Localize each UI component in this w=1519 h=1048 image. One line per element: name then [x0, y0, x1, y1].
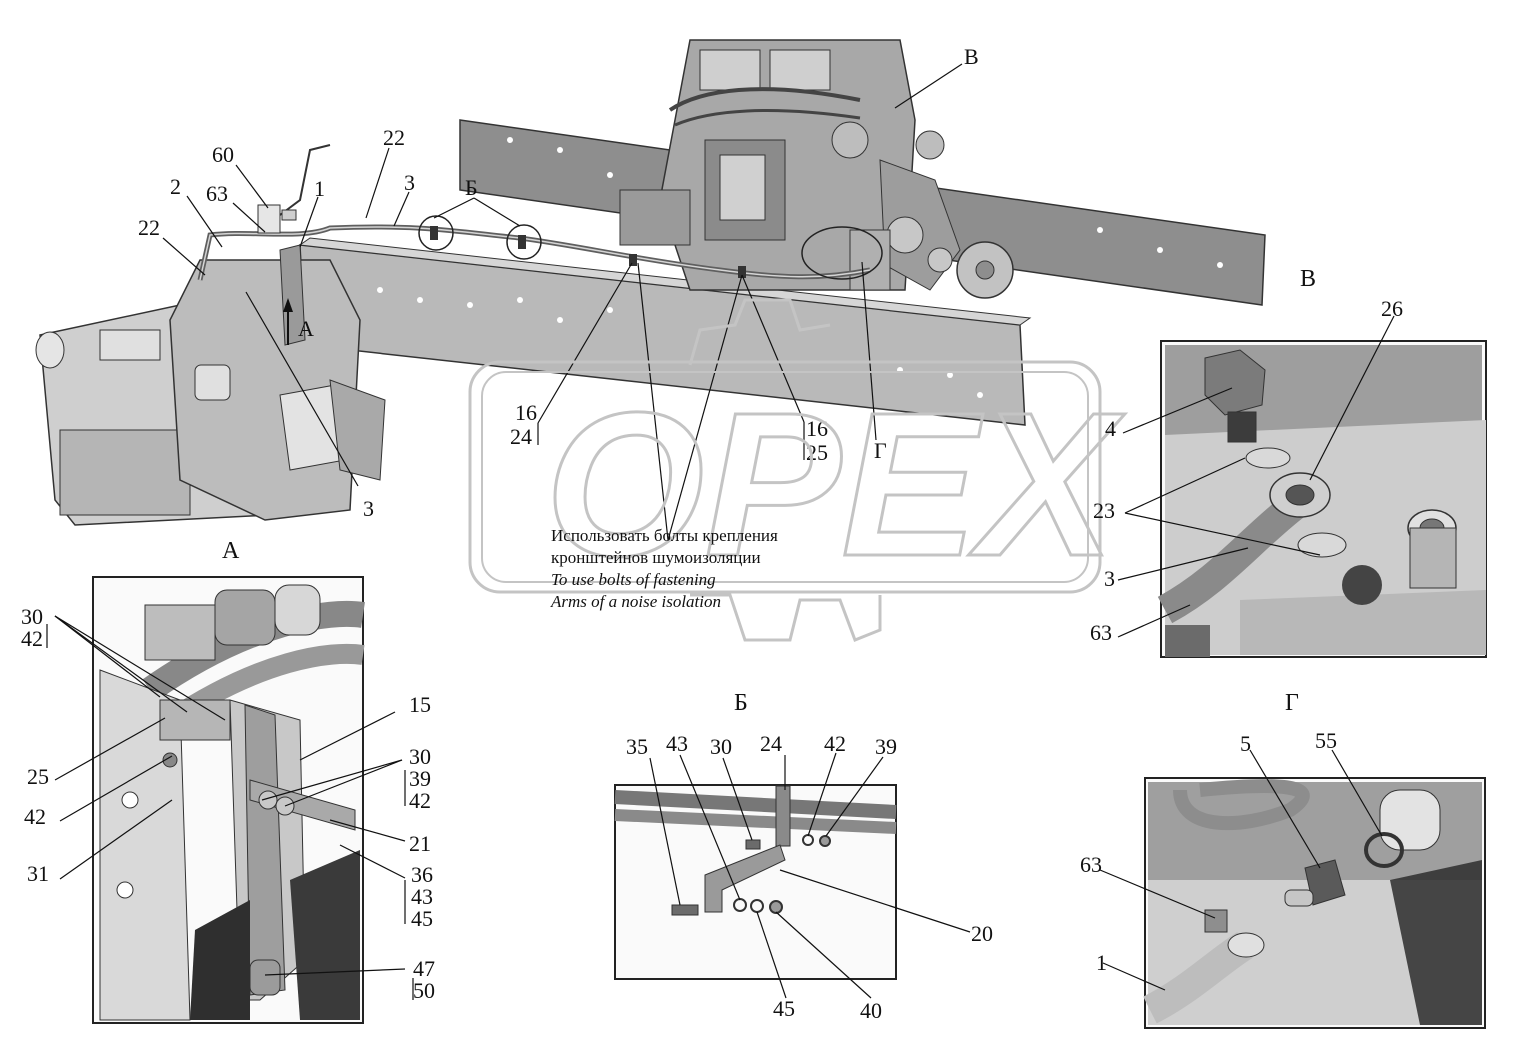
g-callout-63: 63: [1080, 852, 1102, 877]
a-callout-45: 45: [411, 906, 433, 931]
g-callout-1: 1: [1096, 950, 1107, 975]
a-callout-31: 31: [27, 861, 49, 886]
b-callout-24: 24: [760, 731, 782, 756]
view-a-arrow: [283, 298, 293, 345]
a-callout-42-right: 42: [409, 788, 431, 813]
a-callout-42-top: 42: [21, 626, 43, 651]
b-callout-43: 43: [666, 731, 688, 756]
callout-3-top: 3: [404, 170, 415, 195]
main-leaders: [162, 63, 963, 541]
view-v: В: [1157, 266, 1487, 658]
fuel-tank: [35, 259, 386, 526]
callout-v-view: В: [964, 44, 979, 69]
note-ru-line2: кронштейнов шумоизоляции: [551, 548, 761, 567]
callout-60: 60: [212, 142, 234, 167]
detail-circle-b1: [418, 215, 454, 251]
callout-25: 25: [806, 440, 828, 465]
callout-16-right: 16: [806, 416, 828, 441]
frame-rail-top-flange: [298, 237, 1032, 326]
detail-circle-b2: [506, 224, 542, 260]
valve-60: [257, 144, 331, 234]
view-a-labels: 30 42 15 25 42 31 30 39 42 21 36 43 45 4…: [21, 604, 435, 1003]
view-b: Б: [614, 690, 897, 980]
note-en-line1: To use bolts of fastening: [551, 570, 716, 589]
callout-2: 2: [170, 174, 181, 199]
b-callout-45: 45: [773, 996, 795, 1021]
callout-b-view: Б: [465, 175, 478, 200]
main-view: [35, 39, 1266, 526]
a-callout-30: 30: [21, 604, 43, 629]
a-callout-47: 47: [413, 956, 435, 981]
callout-g-view: Г: [874, 438, 887, 463]
v-callout-3: 3: [1104, 566, 1115, 591]
a-callout-42-mid: 42: [24, 804, 46, 829]
b-callout-20: 20: [971, 921, 993, 946]
view-b-title: Б: [734, 690, 748, 716]
view-g-leaders: [1099, 749, 1383, 991]
v-callout-63: 63: [1090, 620, 1112, 645]
a-callout-43: 43: [411, 884, 433, 909]
b-callout-30: 30: [710, 734, 732, 759]
callout-22-left: 22: [138, 215, 160, 240]
a-callout-30-right: 30: [409, 744, 431, 769]
v-callout-26: 26: [1381, 296, 1403, 321]
a-callout-39: 39: [409, 766, 431, 791]
b-callout-39: 39: [875, 734, 897, 759]
b-callout-35: 35: [626, 734, 648, 759]
detail-ellipse-g: [801, 226, 883, 280]
view-a: А: [92, 538, 365, 1024]
view-b-leaders: [649, 752, 971, 999]
callout-3-bottom: 3: [363, 496, 374, 521]
a-callout-21: 21: [409, 831, 431, 856]
callout-16-left: 16: [515, 400, 537, 425]
view-a-title: А: [222, 538, 240, 564]
g-callout-55: 55: [1315, 728, 1337, 753]
view-v-leaders: [1117, 315, 1395, 638]
a-callout-50: 50: [413, 978, 435, 1003]
v-callout-23: 23: [1093, 498, 1115, 523]
view-g: Г: [1143, 690, 1486, 1029]
g-callout-5: 5: [1240, 731, 1251, 756]
bracket-1: [279, 244, 306, 346]
note: Использовать болты крепления кронштейнов…: [550, 526, 778, 611]
view-g-title: Г: [1285, 690, 1299, 716]
b-callout-42: 42: [824, 731, 846, 756]
callout-63: 63: [206, 181, 228, 206]
callout-1: 1: [314, 176, 325, 201]
callout-22-top: 22: [383, 125, 405, 150]
note-ru-line1: Использовать болты крепления: [551, 526, 778, 545]
view-v-labels: 26 4 23 3 63: [1090, 296, 1403, 645]
view-b-labels: 35 43 30 24 42 39 20 45 40: [626, 731, 993, 1023]
view-v-title: В: [1300, 266, 1316, 292]
callout-24: 24: [510, 424, 532, 449]
callout-a-arrow: А: [298, 316, 314, 341]
a-callout-25: 25: [27, 764, 49, 789]
view-g-labels: 5 55 63 1: [1080, 728, 1337, 975]
a-callout-15: 15: [409, 692, 431, 717]
v-callout-4: 4: [1105, 416, 1116, 441]
watermark-text: OPEX: [545, 370, 1125, 599]
a-callout-36: 36: [411, 862, 433, 887]
view-a-leaders: [46, 615, 414, 1000]
watermark: OPEX: [468, 298, 1126, 642]
main-labels: 60 2 63 1 22 22 3 3 Б В А 16 24 16 25 Г: [138, 44, 979, 521]
b-callout-40: 40: [860, 998, 882, 1023]
note-en-line2: Arms of a noise isolation: [550, 592, 721, 611]
